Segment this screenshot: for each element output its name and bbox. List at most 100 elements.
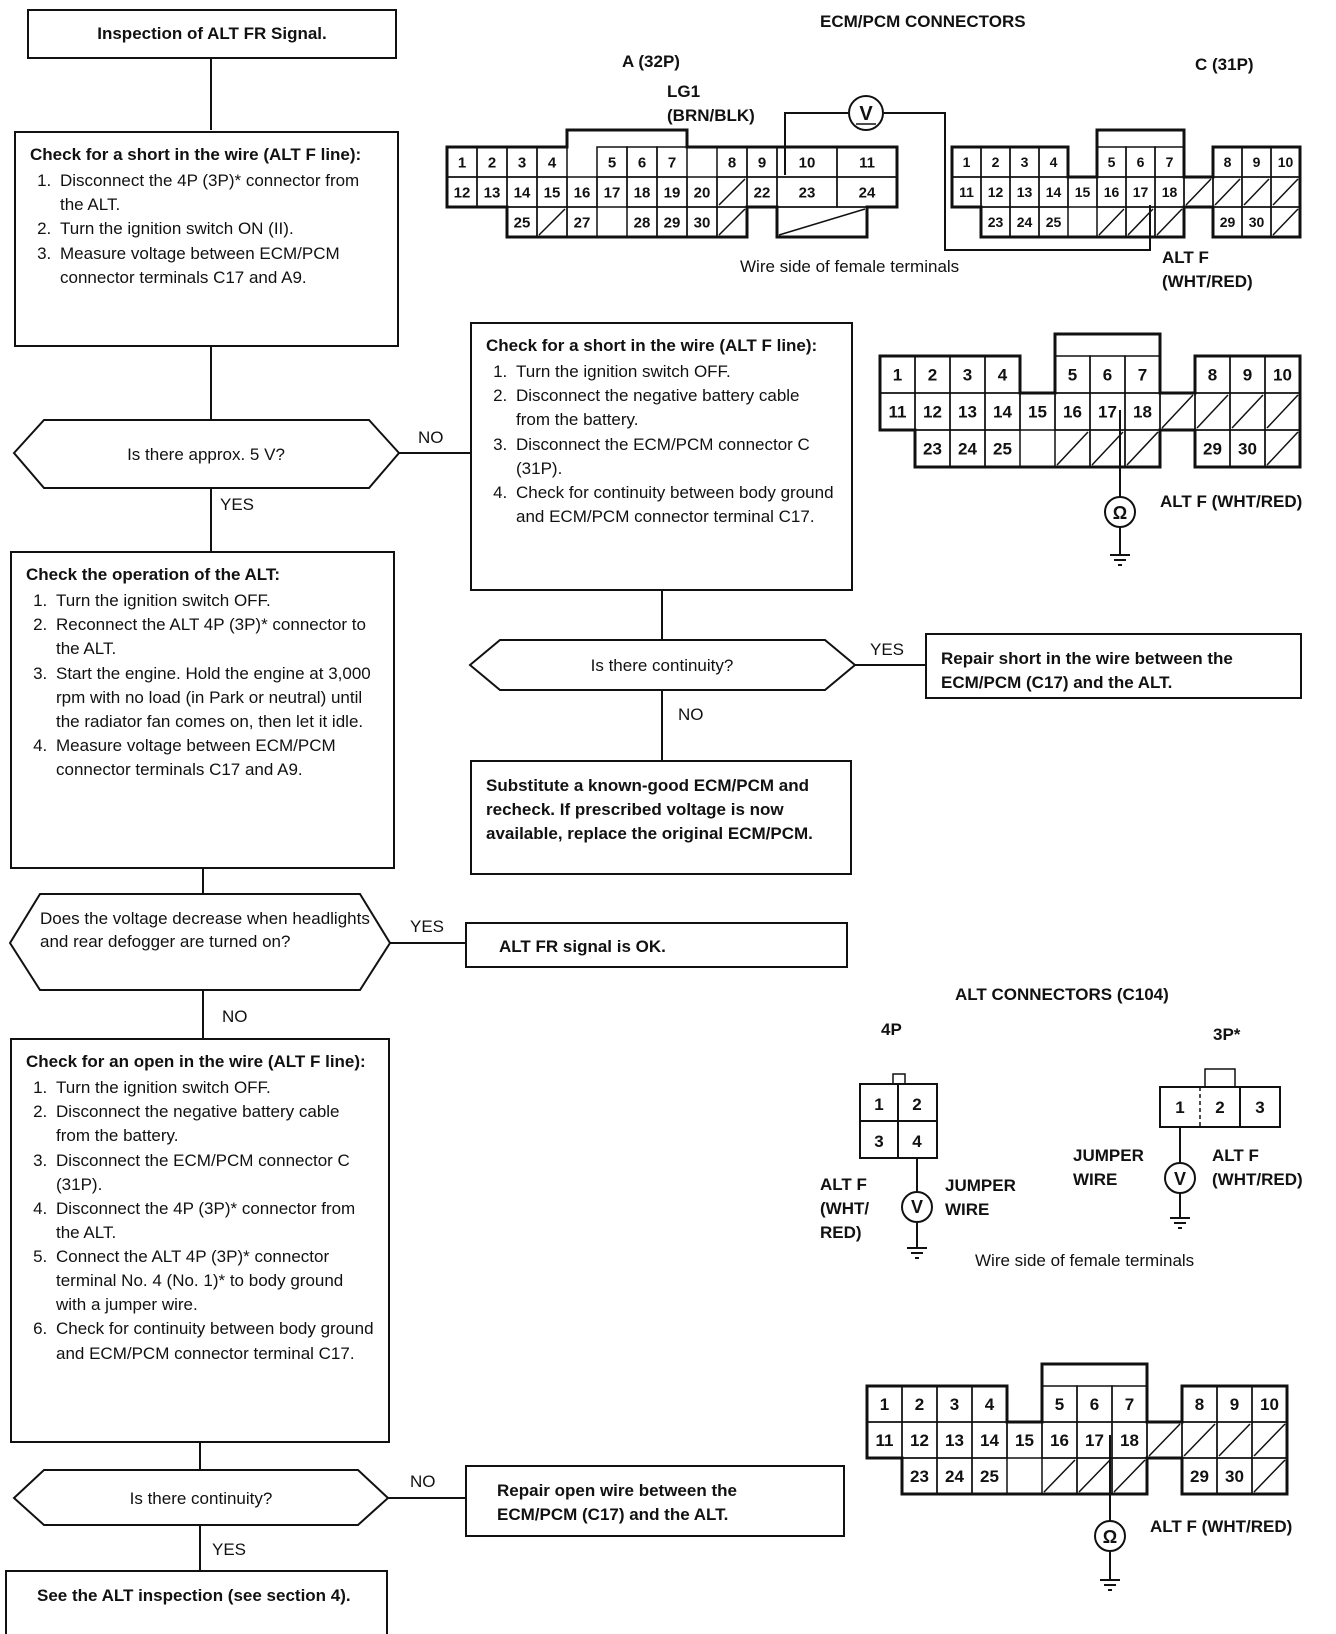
ok-text: ALT FR signal is OK. [499, 937, 666, 956]
pin-number: 30 [1238, 440, 1257, 459]
pin-number: 8 [1208, 366, 1217, 385]
alt-f-3p-label: ALT F [1212, 1146, 1259, 1165]
pin-number: 3 [950, 1395, 959, 1414]
step3-box: Check the operation of the ALT: Turn the… [10, 551, 395, 869]
decision-q2 [468, 639, 857, 691]
alt-f-label-middle: ALT F (WHT/RED) [1160, 492, 1303, 511]
pin-number: 8 [728, 154, 736, 171]
q4-yes-label: YES [212, 1540, 246, 1559]
start-title: Inspection of ALT FR Signal. [97, 23, 327, 43]
pin-number: 3 [1021, 154, 1029, 170]
step3-item: Start the engine. Hold the engine at 3,0… [52, 662, 379, 734]
jumper-4p-wire: WIRE [945, 1200, 990, 1219]
q2-yes-label: YES [870, 640, 904, 659]
pin-number: 28 [634, 214, 651, 231]
wire-side-label-bottom: Wire side of female terminals [975, 1251, 1195, 1270]
decision-q3 [8, 893, 392, 991]
pin-number: 15 [544, 184, 561, 201]
alt-f-color-top: (WHT/RED) [1162, 272, 1253, 291]
start-box: Inspection of ALT FR Signal. [27, 9, 397, 59]
pin-number: 12 [454, 184, 471, 201]
lg1-color-label: (BRN/BLK) [667, 106, 755, 125]
pin-number: 10 [1260, 1395, 1279, 1414]
pin-number: 13 [1017, 184, 1033, 200]
lg1-label: LG1 [667, 82, 701, 101]
q3-text: Does the voltage decrease when headlight… [40, 909, 370, 951]
pin-number: 8 [1195, 1395, 1204, 1414]
pin-number: 19 [664, 184, 681, 201]
pin-number: 14 [993, 403, 1012, 422]
pin-number: 7 [1125, 1395, 1134, 1414]
pin-number: 12 [988, 184, 1004, 200]
step3-item: Turn the ignition switch OFF. [52, 589, 379, 613]
connector-pin [776, 206, 868, 238]
pin-number: 30 [1249, 214, 1265, 230]
step2-box: Check for a short in the wire (ALT F lin… [470, 322, 853, 591]
pin-number: 24 [958, 440, 977, 459]
pin-number: 30 [1225, 1467, 1244, 1486]
repair-open-text: Repair open wire between the ECM/PCM (C1… [497, 1481, 737, 1525]
voltmeter-4p: V [911, 1197, 923, 1217]
connector-pin [1264, 429, 1301, 468]
svg-text:2: 2 [912, 1095, 921, 1114]
pin-number: 15 [1075, 184, 1091, 200]
pin-number: 13 [484, 184, 501, 201]
step4-item: Disconnect the 4P (3P)* connector from t… [52, 1197, 374, 1245]
conn-a-label: A (32P) [622, 52, 680, 71]
pin-number: 9 [758, 154, 766, 171]
step2-item: Disconnect the negative battery cable fr… [512, 384, 837, 432]
pin-number: 24 [859, 184, 876, 201]
pin-number: 1 [893, 366, 902, 385]
pin-number: 4 [998, 366, 1008, 385]
pin-number: 29 [1190, 1467, 1209, 1486]
alt-f-label-top: ALT F [1162, 248, 1209, 267]
pin-number: 24 [1017, 214, 1033, 230]
pin-number: 12 [910, 1431, 929, 1450]
ok-box: ALT FR signal is OK. [465, 922, 848, 968]
pin-number: 10 [1273, 366, 1292, 385]
pin-number: 17 [1098, 403, 1117, 422]
pin-number: 3 [518, 154, 526, 171]
pin-number: 4 [985, 1395, 995, 1414]
pin-number: 23 [910, 1467, 929, 1486]
pin-number: 6 [1103, 366, 1112, 385]
pin-number: 14 [514, 184, 531, 201]
pin-number: 25 [993, 440, 1012, 459]
connector-pin [984, 429, 1021, 468]
substitute-box: Substitute a known-good ECM/PCM and rech… [470, 760, 852, 875]
repair-open-box: Repair open wire between the ECM/PCM (C1… [465, 1465, 845, 1537]
pin-number: 16 [1104, 184, 1120, 200]
svg-text:2: 2 [1215, 1098, 1224, 1117]
pin-number: 11 [876, 1431, 894, 1450]
pin-number: 16 [574, 184, 591, 201]
q3-yes-label: YES [410, 917, 444, 936]
alt-4p-connector: 1 2 3 4 V [859, 1073, 938, 1259]
q1-text: Is there approx. 5 V? [127, 445, 285, 464]
pin-number: 17 [1085, 1431, 1104, 1450]
pin-number: 4 [548, 154, 557, 171]
ecm-connectors-title: ECM/PCM CONNECTORS [820, 12, 1026, 31]
wire-side-label-top: Wire side of female terminals [740, 257, 960, 276]
pin-number: 13 [958, 403, 977, 422]
decision-q4 [12, 1469, 390, 1526]
connector-pin [1251, 1457, 1288, 1495]
pin-number: 1 [963, 154, 971, 170]
q1-yes-label: YES [220, 495, 254, 514]
ohm-symbol-middle: Ω [1113, 503, 1127, 523]
connector-pin [566, 206, 598, 238]
step4-box: Check for an open in the wire (ALT F lin… [10, 1038, 390, 1443]
pin-number: 29 [664, 214, 681, 231]
pin-number: 25 [980, 1467, 999, 1486]
pin-number: 23 [799, 184, 816, 201]
pin-number: 29 [1203, 440, 1222, 459]
pin-number: 10 [1278, 154, 1294, 170]
pin-number: 2 [992, 154, 1000, 170]
pin-number: 5 [1108, 154, 1116, 170]
step3-heading: Check the operation of the ALT: [26, 565, 281, 584]
step3-item: Reconnect the ALT 4P (3P)* connector to … [52, 613, 379, 661]
